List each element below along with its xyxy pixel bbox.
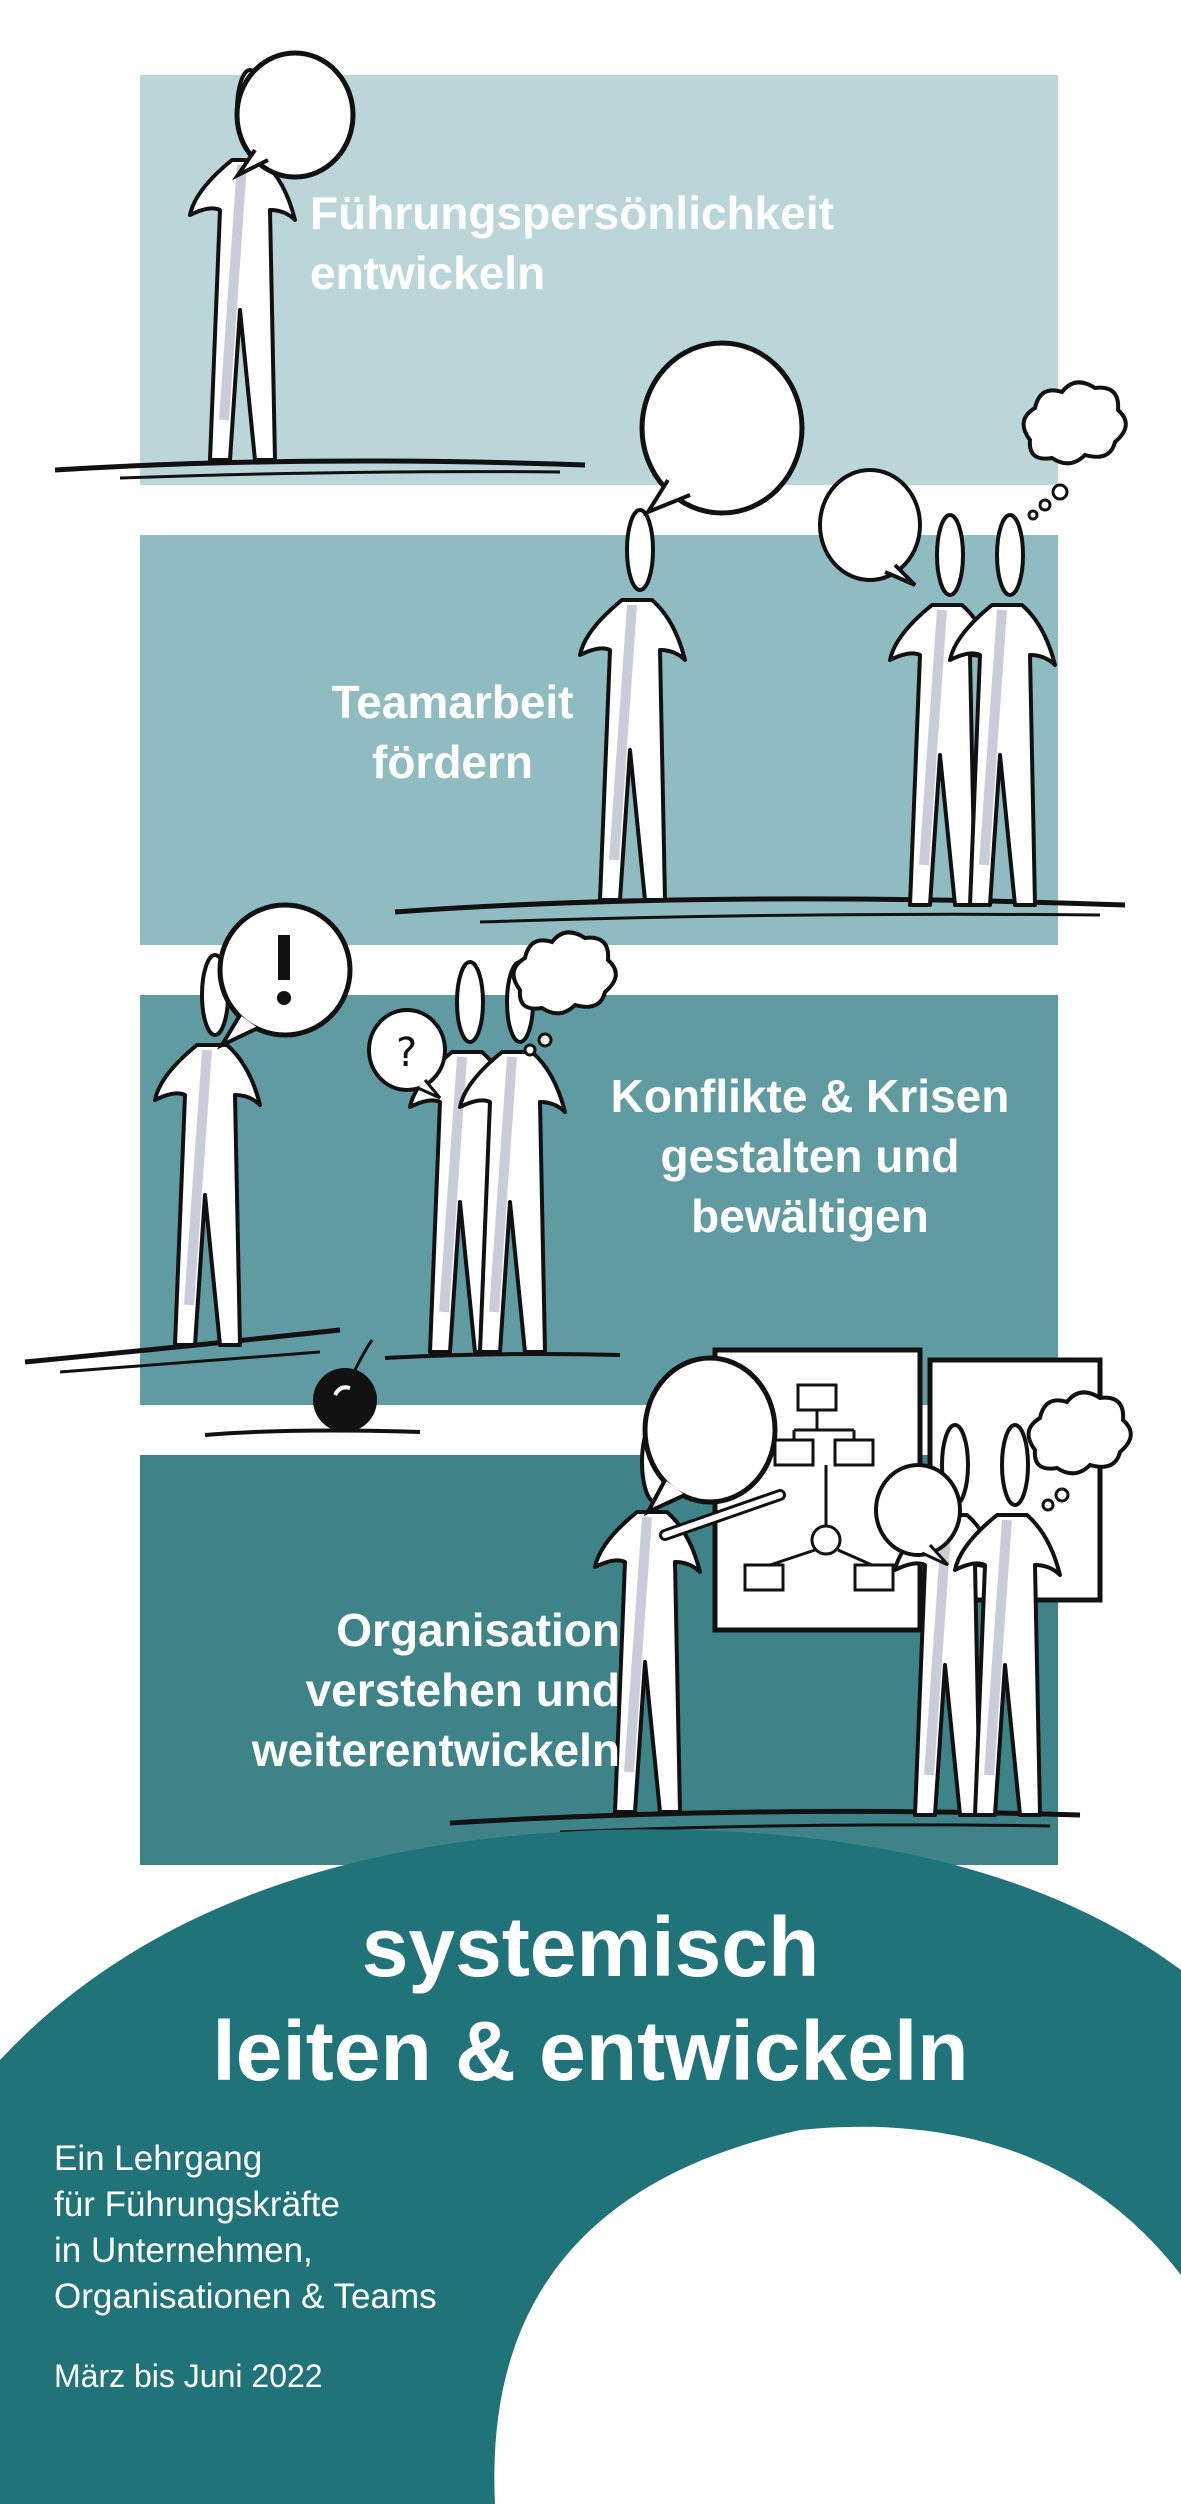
panel-4-illustration [449, 1347, 1133, 1834]
subtitle: Ein Lehrgang für Führungskräfte in Unter… [54, 2139, 437, 2316]
speech-bubble-icon [818, 468, 922, 587]
speech-bubble-icon [232, 50, 356, 181]
panel-2-illustration [394, 340, 1128, 924]
exclamation-bubble-icon [216, 902, 353, 1050]
svg-text:?: ? [396, 1030, 417, 1076]
question-bubble-icon: ? [367, 1008, 447, 1100]
thought-cloud-icon [1021, 380, 1128, 521]
panel-3-title: Konflikte & Krisen gestalten und bewälti… [610, 1070, 1010, 1242]
thought-cloud-icon [511, 930, 618, 1057]
speech-bubble-icon [639, 340, 805, 517]
panel-1-title: Führungspersönlichkeit entwickeln [310, 187, 834, 299]
panel-2-title: Teamarbeit fördern [331, 676, 574, 788]
bomb-icon [204, 1339, 421, 1437]
date: März bis Juni 2022 [54, 2358, 323, 2394]
speech-bubble-icon [642, 1355, 778, 1517]
thought-cloud-icon [1026, 1390, 1133, 1512]
bottom-cutout [494, 2126, 1181, 2504]
panel-1-illustration [54, 50, 586, 480]
panel-3-illustration: ? [24, 902, 621, 1437]
panel-4-title: Organisation verstehen und weiterentwick… [251, 1604, 620, 1776]
main-title: systemisch leiten & entwickeln [212, 1900, 969, 2098]
speech-bubble-icon [874, 1463, 962, 1567]
